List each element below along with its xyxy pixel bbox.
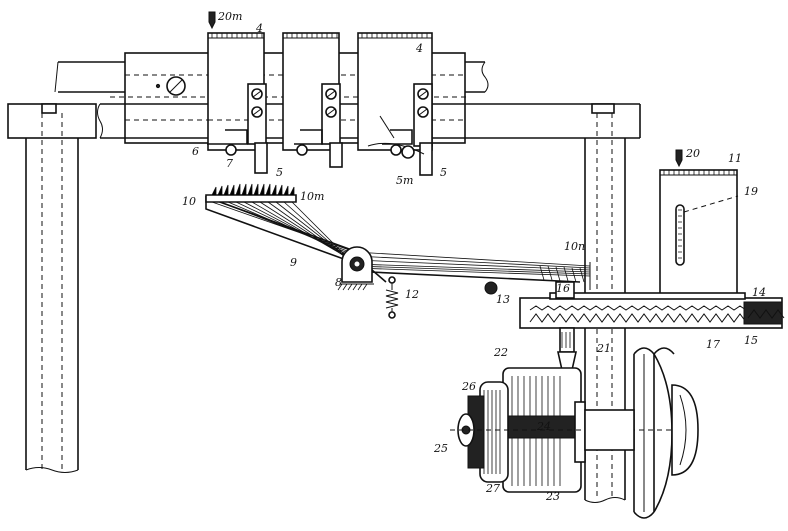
ref-21: 21 xyxy=(596,342,611,355)
pulley xyxy=(584,347,699,519)
ref-17: 17 xyxy=(706,338,720,351)
ref-14: 14 xyxy=(752,286,766,299)
ref-13: 13 xyxy=(496,293,510,306)
pencil-pointer-icon xyxy=(675,149,683,168)
labels: 20m 4 4 6 7 5 5 5m 10 10m 9 8 12 13 10n … xyxy=(182,10,766,503)
ref-6: 6 xyxy=(192,145,199,158)
ref-10n: 10n xyxy=(564,240,585,253)
ref-10m: 10m xyxy=(300,190,324,203)
rack-slide xyxy=(519,281,785,329)
ref-22: 22 xyxy=(493,346,508,359)
ref-5: 5 xyxy=(276,166,283,179)
comb-assembly xyxy=(205,183,591,290)
ref-11: 11 xyxy=(728,152,742,165)
screw-head xyxy=(155,83,161,89)
ref-12: 12 xyxy=(405,288,419,301)
ref-26: 26 xyxy=(461,380,476,393)
ref-9: 9 xyxy=(290,256,297,269)
plate-lower-extensions xyxy=(254,142,433,176)
ref-10: 10 xyxy=(182,195,196,208)
pencil-pointer-icon xyxy=(208,11,216,30)
upper-block xyxy=(659,169,739,297)
ref-7: 7 xyxy=(226,157,233,170)
ref-25: 25 xyxy=(433,442,448,455)
ref-5: 5 xyxy=(440,166,447,179)
spring xyxy=(385,276,399,319)
ref-4: 4 xyxy=(255,22,263,35)
ref-15: 15 xyxy=(744,334,758,347)
ref-24: 24 xyxy=(536,420,551,433)
ref-20m: 20m xyxy=(217,10,242,23)
ref-20: 20 xyxy=(685,147,700,160)
stop-pin xyxy=(484,281,498,295)
ref-4: 4 xyxy=(415,42,423,55)
ref-8: 8 xyxy=(335,276,342,289)
pivot-bracket xyxy=(337,246,387,291)
left-post xyxy=(7,103,97,473)
slide-bars xyxy=(247,83,433,147)
ref-19: 19 xyxy=(744,185,758,198)
pusher-pin xyxy=(557,327,577,371)
ref-27: 27 xyxy=(485,482,500,495)
drum-assembly xyxy=(450,367,700,493)
ref-5m: 5m xyxy=(396,174,413,187)
latch-arms xyxy=(207,115,425,159)
ref-23: 23 xyxy=(545,490,560,503)
ref-16: 16 xyxy=(556,282,570,295)
